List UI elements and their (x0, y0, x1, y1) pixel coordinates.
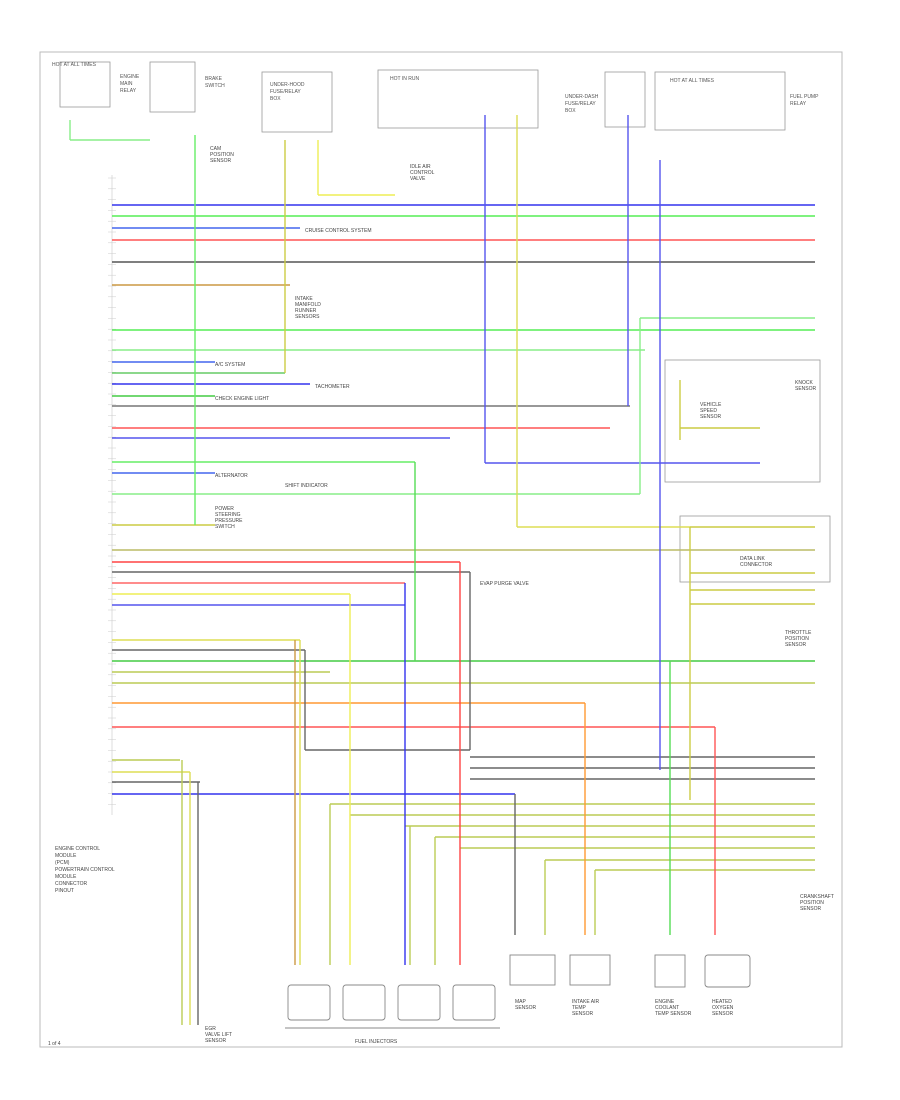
tp-l3: SENSOR (785, 642, 807, 648)
injector-2 (342, 984, 386, 1021)
map-sensor-box (509, 954, 556, 986)
injector-1 (287, 984, 331, 1021)
title-l7: PINOUT (55, 888, 74, 894)
underhood-l2: FUSE/RELAY (270, 89, 301, 95)
multi-l2: MANIFOLD (295, 302, 321, 308)
cam-l1: CAM (210, 146, 221, 152)
brake-sw-l1: BRAKE (205, 76, 223, 82)
tp-l1: THROTTLE (785, 630, 812, 636)
title-l4: POWERTRAIN CONTROL (55, 867, 115, 873)
evap-label: EVAP PURGE VALVE (480, 581, 529, 587)
iat-l1: INTAKE AIR (572, 999, 600, 1005)
title-l2: MODULE (55, 853, 77, 859)
pin-ticks (108, 177, 116, 805)
dlc-l1: DATA LINK (740, 556, 765, 562)
iat-l3: SENSOR (572, 1011, 594, 1017)
main-relay-l1: ENGINE (120, 74, 140, 80)
egr-l1: EGR (205, 1026, 216, 1032)
hot-label-left: HOT AT ALL TIMES (52, 62, 97, 68)
injector-3 (397, 984, 441, 1021)
map-l1: MAP (515, 999, 527, 1005)
alt-label: ALTERNATOR (215, 473, 248, 479)
ps-l2: STEERING (215, 512, 241, 518)
map-l2: SENSOR (515, 1005, 537, 1011)
main-relay-l2: MAIN (120, 81, 133, 87)
title-l6: CONNECTOR (55, 881, 88, 887)
cam-l2: POSITION (210, 152, 234, 158)
o2-l3: SENSOR (712, 1011, 734, 1017)
tach-label: TACHOMETER (315, 384, 350, 390)
title-l5: MODULE (55, 874, 77, 880)
ps-l4: SWITCH (215, 524, 235, 530)
underdash-l2: FUSE/RELAY (565, 101, 596, 107)
multi-l3: RUNNER (295, 308, 317, 314)
knock-l2: SENSOR (795, 386, 817, 392)
iat-l2: TEMP (572, 1005, 587, 1011)
injectors-label: FUEL INJECTORS (355, 1039, 398, 1045)
egr-l2: VALVE LIFT (205, 1032, 232, 1038)
wires (112, 204, 815, 871)
underdash-l3: BOX (565, 108, 576, 114)
ect-l1: ENGINE (655, 999, 675, 1005)
vertical-wires (69, 115, 716, 1025)
shift-label: SHIFT INDICATOR (285, 483, 328, 489)
figure-number: 1 of 4 (48, 1041, 61, 1047)
iac-l1: IDLE AIR (410, 164, 431, 170)
ect-l2: COOLANT (655, 1005, 679, 1011)
iat-sensor-box (569, 954, 611, 986)
fp-box-l3: SENSOR (700, 414, 722, 420)
bottom-components (285, 954, 751, 1029)
ps-l3: PRESSURE (215, 518, 243, 524)
cruise-label: CRUISE CONTROL SYSTEM (305, 228, 372, 234)
ckp-l1: CRANKSHAFT (800, 894, 834, 900)
fp-box-l2: SPEED (700, 408, 717, 414)
ac-label: A/C SYSTEM (215, 362, 245, 368)
cam-l3: SENSOR (210, 158, 232, 164)
diagram-border (39, 51, 843, 1048)
dlc-l2: CONNECTOR (740, 562, 773, 568)
top-text: HOT AT ALL TIMES HOT IN RUN HOT AT ALL T… (52, 62, 819, 114)
iac-l2: CONTROL (410, 170, 435, 176)
ect-l3: TEMP SENSOR (655, 1011, 692, 1017)
brake-sw-l2: SWITCH (205, 83, 225, 89)
multi-l1: INTAKE (295, 296, 313, 302)
ckp-l3: SENSOR (800, 906, 822, 912)
fuel-pump-l1: FUEL PUMP (790, 94, 819, 100)
ckp-l2: POSITION (800, 900, 824, 906)
underhood-l1: UNDER-HOOD (270, 82, 305, 88)
ps-l1: POWER (215, 506, 234, 512)
ect-sensor-box (654, 954, 686, 988)
knock-l1: KNOCK (795, 380, 813, 386)
egr-l3: SENSOR (205, 1038, 227, 1044)
o2-l2: OXYGEN (712, 1005, 734, 1011)
tp-l2: POSITION (785, 636, 809, 642)
fp-box-l1: VEHICLE (700, 402, 722, 408)
multi-l4: SENSORS (295, 314, 320, 320)
hot-run-label: HOT IN RUN (390, 76, 419, 82)
iac-l3: VALVE (410, 176, 426, 182)
o2-l1: HEATED (712, 999, 732, 1005)
top-components (59, 61, 831, 583)
cel-label: CHECK ENGINE LIGHT (215, 396, 269, 402)
main-relay-l3: RELAY (120, 88, 137, 94)
title-l3: (PCM) (55, 860, 70, 866)
oxygen-sensor-box (704, 954, 751, 988)
underdash-l1: UNDER-DASH (565, 94, 599, 100)
fuel-pump-l2: RELAY (790, 101, 807, 107)
title-l1: ENGINE CONTROL (55, 846, 100, 852)
hot-label-right: HOT AT ALL TIMES (670, 78, 715, 84)
underhood-l3: BOX (270, 96, 281, 102)
injector-4 (452, 984, 496, 1021)
